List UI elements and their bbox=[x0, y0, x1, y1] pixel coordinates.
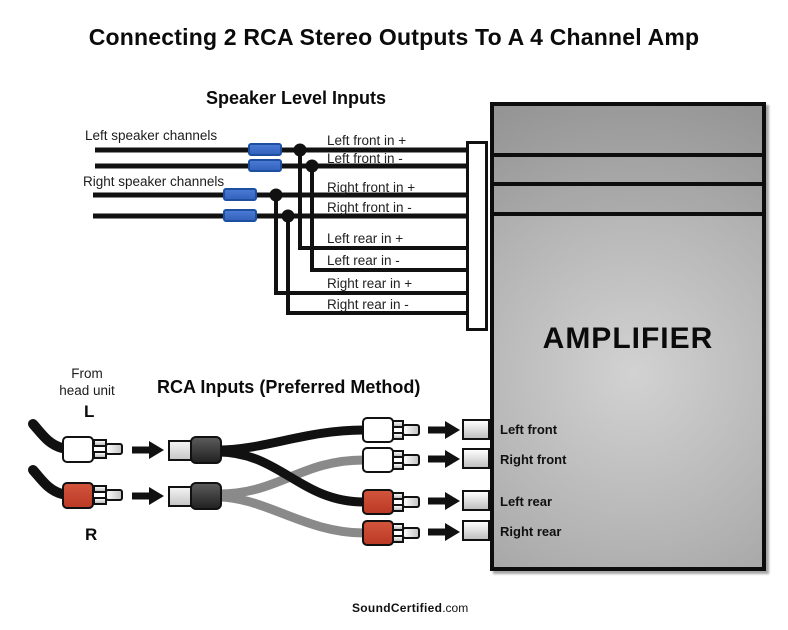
crimp-connector bbox=[223, 188, 257, 201]
left-channel-letter: L bbox=[84, 402, 95, 421]
brand-name: SoundCertified bbox=[352, 601, 443, 615]
amp-top-panel bbox=[494, 106, 762, 153]
amp-jack-right-rear bbox=[462, 520, 490, 541]
rear-branch-wires bbox=[274, 150, 470, 315]
splitter-socket bbox=[168, 440, 192, 461]
wire-label-left-front-plus: Left front in + bbox=[327, 133, 407, 148]
arrow-icon bbox=[428, 523, 460, 541]
from-head-unit-line2: head unit bbox=[59, 382, 115, 398]
rca-plug-tip bbox=[105, 489, 123, 501]
head-unit-cords bbox=[28, 419, 67, 499]
rca-plug-left-rear bbox=[362, 489, 394, 515]
arrow-icon bbox=[132, 441, 164, 459]
amp-input-label-left-front: Left front bbox=[500, 422, 558, 437]
speaker-level-heading: Speaker Level Inputs bbox=[205, 88, 387, 108]
crimp-connector bbox=[223, 209, 257, 222]
amp-jack-right-front bbox=[462, 448, 490, 469]
from-head-unit-line1: From bbox=[71, 366, 103, 381]
arrow-icon bbox=[428, 492, 460, 510]
rca-plug-tab bbox=[93, 497, 107, 505]
wire-label-left-rear-minus: Left rear in - bbox=[327, 253, 400, 268]
rca-inputs-heading: RCA Inputs (Preferred Method) bbox=[157, 377, 421, 397]
rca-plug-tip bbox=[402, 424, 420, 436]
arrow-icon bbox=[428, 421, 460, 439]
left-speaker-channels-label: Left speaker channels bbox=[85, 128, 218, 143]
splitter-socket bbox=[168, 486, 192, 507]
crimp-connector bbox=[248, 143, 282, 156]
rca-plug-tip bbox=[402, 496, 420, 508]
crimp-connector bbox=[248, 159, 282, 172]
brand-suffix: .com bbox=[442, 601, 469, 615]
wire-label-right-front-plus: Right front in + bbox=[327, 180, 416, 195]
arrow-icon bbox=[132, 487, 164, 505]
wire-label-right-rear-minus: Right rear in - bbox=[327, 297, 409, 312]
from-head-unit-label: From head unit bbox=[50, 366, 124, 400]
wire-label-right-front-minus: Right front in - bbox=[327, 200, 412, 215]
rca-plug-tip bbox=[402, 454, 420, 466]
amp-input-label-left-rear: Left rear bbox=[500, 494, 553, 509]
junction-dots bbox=[269, 143, 319, 223]
rca-plug-tip bbox=[402, 527, 420, 539]
amp-heatsink-band bbox=[494, 157, 762, 182]
rca-plug-left-front bbox=[362, 417, 394, 443]
right-speaker-channels-label: Right speaker channels bbox=[83, 174, 225, 189]
amp-jack-left-rear bbox=[462, 490, 490, 511]
amplifier-label: AMPLIFIER bbox=[542, 322, 714, 355]
speaker-input-terminal-block bbox=[466, 141, 488, 331]
wire-label-right-rear-plus: Right rear in + bbox=[327, 276, 413, 291]
arrow-icon bbox=[428, 450, 460, 468]
amp-panel-line bbox=[494, 182, 762, 186]
rca-plug-tip bbox=[105, 443, 123, 455]
wire-label-left-front-minus: Left front in - bbox=[327, 151, 403, 166]
footer-brand: SoundCertified.com bbox=[352, 601, 468, 615]
amplifier-box: AMPLIFIER bbox=[490, 102, 766, 571]
splitter-left bbox=[190, 436, 222, 464]
rca-plug-left-source bbox=[62, 436, 94, 463]
amp-jack-left-front bbox=[462, 419, 490, 440]
wire-label-left-rear-plus: Left rear in + bbox=[327, 231, 404, 246]
amp-input-label-right-front: Right front bbox=[500, 452, 567, 467]
amp-heatsink-band bbox=[494, 186, 762, 212]
right-channel-letter: R bbox=[85, 525, 98, 544]
amp-input-label-right-rear: Right rear bbox=[500, 524, 562, 539]
rca-plug-right-front bbox=[362, 447, 394, 473]
amp-panel-line bbox=[494, 212, 762, 216]
amp-panel-line bbox=[494, 153, 762, 157]
page-title: Connecting 2 RCA Stereo Outputs To A 4 C… bbox=[88, 24, 700, 50]
rca-plug-right-source bbox=[62, 482, 94, 509]
rca-plug-tab bbox=[93, 451, 107, 459]
splitter-right bbox=[190, 482, 222, 510]
rca-plug-right-rear bbox=[362, 520, 394, 546]
arrow-icons bbox=[132, 421, 460, 541]
left-channel-cables bbox=[213, 425, 369, 507]
